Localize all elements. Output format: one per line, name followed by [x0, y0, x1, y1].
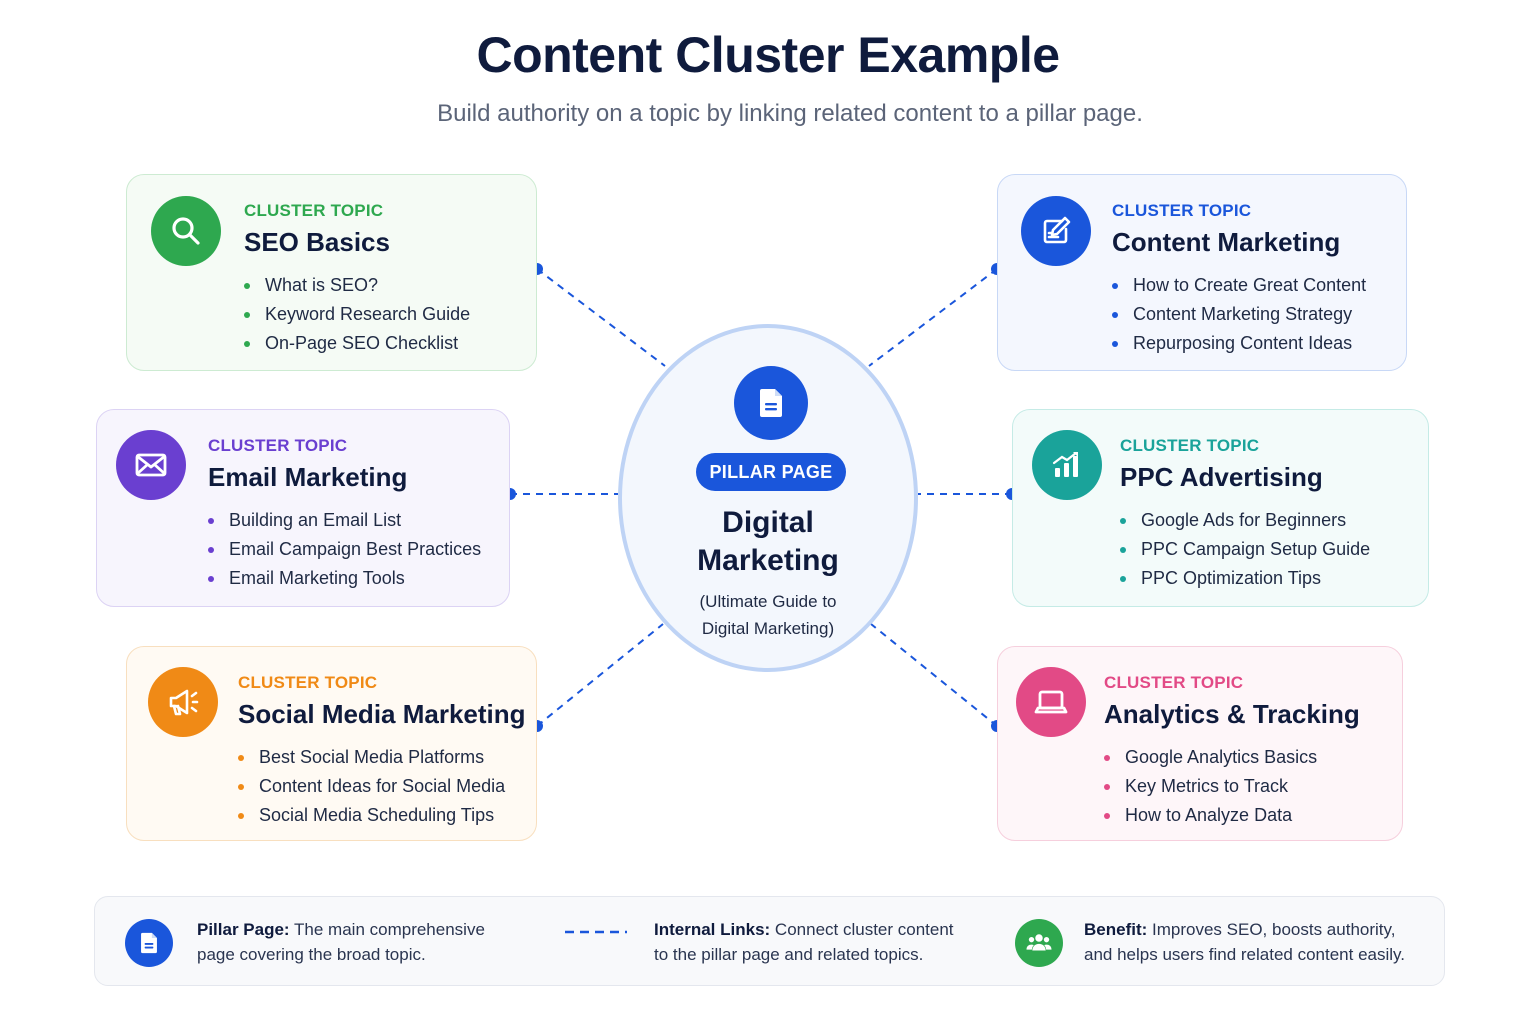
legend-term: Internal Links: — [654, 920, 771, 939]
cluster-label: CLUSTER TOPIC — [1104, 673, 1244, 692]
cluster-card-content-marketing[interactable]: CLUSTER TOPIC Content Marketing How to C… — [997, 174, 1407, 371]
cluster-label: CLUSTER TOPIC — [1120, 436, 1260, 455]
cluster-card-analytics-tracking[interactable]: CLUSTER TOPIC Analytics & Tracking Googl… — [997, 646, 1403, 841]
pillar-title-line: Marketing — [697, 544, 839, 577]
pillar-title-line: Digital — [722, 506, 814, 539]
list-item[interactable]: Social Media Scheduling Tips — [238, 801, 505, 830]
list-item[interactable]: On-Page SEO Checklist — [244, 329, 470, 358]
cluster-label: CLUSTER TOPIC — [208, 436, 348, 455]
list-item[interactable]: PPC Optimization Tips — [1120, 564, 1370, 593]
list-item[interactable]: Best Social Media Platforms — [238, 743, 505, 772]
document-icon — [125, 919, 173, 967]
list-item[interactable]: Repurposing Content Ideas — [1112, 329, 1366, 358]
legend-bar: Pillar Page: The main comprehensive page… — [94, 896, 1445, 986]
cluster-card-email-marketing[interactable]: CLUSTER TOPIC Email Marketing Building a… — [96, 409, 510, 607]
legend-internal-links: Internal Links: Connect cluster content … — [654, 917, 994, 967]
list-item[interactable]: Content Ideas for Social Media — [238, 772, 505, 801]
edit-icon — [1021, 196, 1091, 266]
legend-term: Benefit: — [1084, 920, 1148, 939]
cluster-title: Email Marketing — [208, 462, 408, 492]
dashed-line-icon — [565, 930, 627, 934]
link-seo — [536, 268, 666, 367]
list-item[interactable]: Google Analytics Basics — [1104, 743, 1317, 772]
cluster-title: Content Marketing — [1112, 227, 1341, 257]
cluster-title: PPC Advertising — [1120, 462, 1323, 492]
laptop-icon — [1016, 667, 1086, 737]
legend-text: Improves SEO, boosts authority, — [1152, 920, 1396, 939]
legend-text: page covering the broad topic. — [197, 945, 426, 964]
cluster-title: SEO Basics — [244, 227, 390, 257]
users-icon — [1015, 919, 1063, 967]
mail-icon — [116, 430, 186, 500]
megaphone-icon — [148, 667, 218, 737]
legend-text: Connect cluster content — [774, 920, 954, 939]
list-item[interactable]: PPC Campaign Setup Guide — [1120, 535, 1370, 564]
cluster-label: CLUSTER TOPIC — [244, 201, 384, 220]
list-item[interactable]: Email Campaign Best Practices — [208, 535, 481, 564]
list-item[interactable]: Email Marketing Tools — [208, 564, 481, 593]
pillar-description: (Ultimate Guide to Digital Marketing) — [622, 588, 914, 642]
list-item[interactable]: Content Marketing Strategy — [1112, 300, 1366, 329]
pillar-badge: PILLAR PAGE — [696, 453, 846, 491]
legend-text: to the pillar page and related topics. — [654, 945, 924, 964]
cluster-title: Analytics & Tracking — [1104, 699, 1360, 729]
legend-pillar: Pillar Page: The main comprehensive page… — [197, 917, 527, 967]
cluster-label: CLUSTER TOPIC — [1112, 201, 1252, 220]
pillar-title: Digital Marketing — [622, 504, 914, 580]
legend-benefit: Benefit: Improves SEO, boosts authority,… — [1084, 917, 1439, 967]
cluster-label: CLUSTER TOPIC — [238, 673, 378, 692]
list-item[interactable]: Building an Email List — [208, 506, 481, 535]
cluster-card-social-media-marketing[interactable]: CLUSTER TOPIC Social Media Marketing Bes… — [126, 646, 537, 841]
page-subtitle: Build authority on a topic by linking re… — [437, 100, 1143, 127]
pillar-desc-line: Digital Marketing) — [701, 619, 835, 638]
cluster-title: Social Media Marketing — [238, 699, 526, 729]
list-item[interactable]: What is SEO? — [244, 271, 470, 300]
list-item[interactable]: Google Ads for Beginners — [1120, 506, 1370, 535]
list-item[interactable]: How to Create Great Content — [1112, 271, 1366, 300]
list-item[interactable]: Key Metrics to Track — [1104, 772, 1317, 801]
pillar-page[interactable]: PILLAR PAGE Digital Marketing (Ultimate … — [618, 324, 918, 672]
legend-text: and helps users find related content eas… — [1084, 945, 1405, 964]
legend-term: Pillar Page: — [197, 920, 290, 939]
cluster-card-seo-basics[interactable]: CLUSTER TOPIC SEO Basics What is SEO? Ke… — [126, 174, 537, 371]
search-icon — [151, 196, 221, 266]
list-item[interactable]: Keyword Research Guide — [244, 300, 470, 329]
document-icon — [734, 366, 808, 440]
page-title: Content Cluster Example — [476, 27, 1060, 83]
legend-text: The main comprehensive — [294, 920, 485, 939]
list-item[interactable]: How to Analyze Data — [1104, 801, 1317, 830]
bar-chart-icon — [1032, 430, 1102, 500]
pillar-desc-line: (Ultimate Guide to — [699, 592, 837, 611]
cluster-card-ppc-advertising[interactable]: CLUSTER TOPIC PPC Advertising Google Ads… — [1012, 409, 1429, 607]
link-content — [868, 268, 998, 367]
